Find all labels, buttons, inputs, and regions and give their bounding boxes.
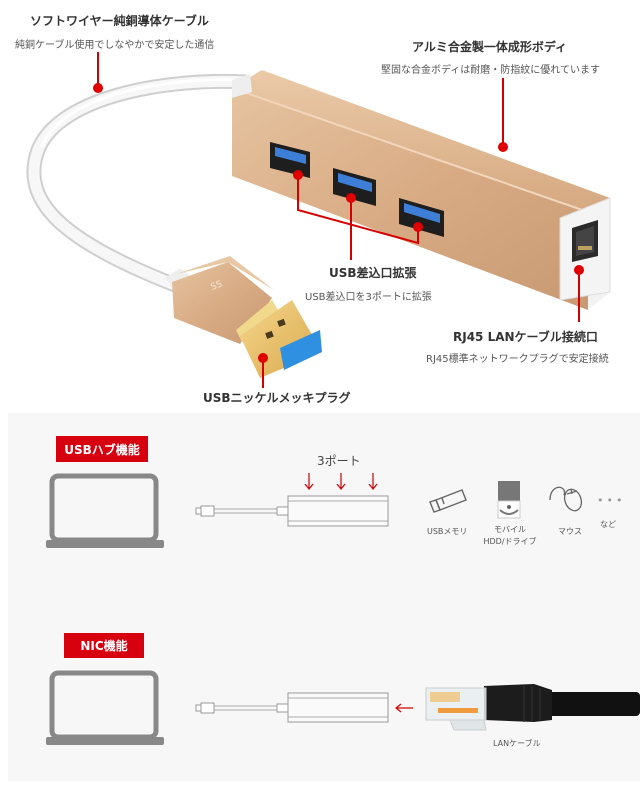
callout-rj45-title: RJ45 LANケーブル接続口	[453, 330, 598, 344]
callout-usb-ports-subtitle: USB差込口を3ポートに拡張	[305, 292, 432, 303]
device-label-line2: HDD/ドライブ	[483, 537, 537, 546]
usb-ports	[270, 142, 444, 237]
arrow-left-icon	[395, 703, 413, 713]
lan-cable-label: LANケーブル	[493, 739, 541, 748]
usb-memory-icon	[429, 489, 467, 513]
usb-plug: SS	[165, 256, 322, 378]
nic-hub-diagram	[195, 692, 413, 723]
callout-lines	[93, 52, 584, 388]
callout-cable-subtitle: 純銅ケーブル使用でしなやかで安定した通信	[15, 40, 215, 51]
usb-cable	[26, 74, 253, 293]
mobile-hdd-icon	[497, 481, 521, 519]
rj45-port	[572, 220, 598, 262]
device-label-etc: など	[600, 520, 616, 529]
lan-cable-image	[425, 684, 640, 731]
device-label-usb-memory: USBメモリ	[427, 527, 468, 536]
device-label-mobile-hdd: モバイル HDD/ドライブ	[481, 524, 539, 548]
callout-body-subtitle: 堅固な合金ボディは耐磨・防指紋に優れています	[381, 65, 600, 76]
laptop-icon	[46, 670, 164, 745]
laptop-icon	[46, 473, 164, 548]
device-label-line1: モバイル	[494, 525, 526, 534]
usb-hub-badge: USBハブ機能	[56, 436, 148, 462]
hub-body	[231, 70, 611, 310]
hub-diagram	[195, 473, 389, 527]
product-photo: SS	[26, 52, 611, 388]
callout-plug-title: USBニッケルメッキプラグ	[203, 391, 351, 405]
callout-cable-title: ソフトワイヤー純銅導体ケーブル	[30, 14, 209, 28]
callout-body-title: アルミ合金製一体成形ボディ	[412, 40, 568, 54]
mouse-icon	[549, 486, 583, 512]
callout-usb-ports-title: USB差込口拡張	[329, 266, 417, 280]
callout-rj45-subtitle: RJ45標準ネットワークプラグで安定接続	[426, 354, 609, 365]
nic-badge: NIC機能	[64, 633, 144, 658]
svg-text:SS: SS	[210, 279, 224, 292]
ellipsis-icon: •••	[597, 494, 626, 507]
arrow-down-icons	[304, 473, 378, 490]
port-count-label: 3ポート	[317, 454, 361, 468]
device-label-mouse: マウス	[558, 527, 582, 536]
